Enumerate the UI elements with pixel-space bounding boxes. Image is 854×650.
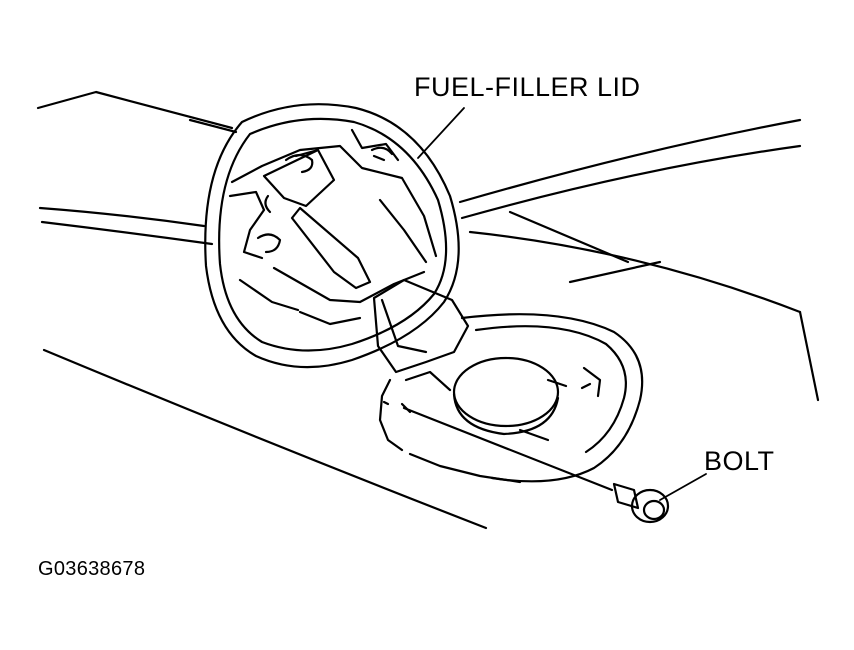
fuel-filler-lid xyxy=(204,103,470,392)
leader-lines xyxy=(417,107,707,501)
fuel-filler-lid-label: FUEL-FILLER LID xyxy=(414,72,641,102)
bolt xyxy=(400,402,670,524)
bolt-leader xyxy=(659,473,707,501)
bolt-label: BOLT xyxy=(704,446,775,476)
fuel-filler-lid-leader xyxy=(417,107,465,159)
figure-id: G03638678 xyxy=(38,558,146,580)
vehicle-body-lines xyxy=(36,90,820,530)
fuel-opening xyxy=(378,313,644,484)
